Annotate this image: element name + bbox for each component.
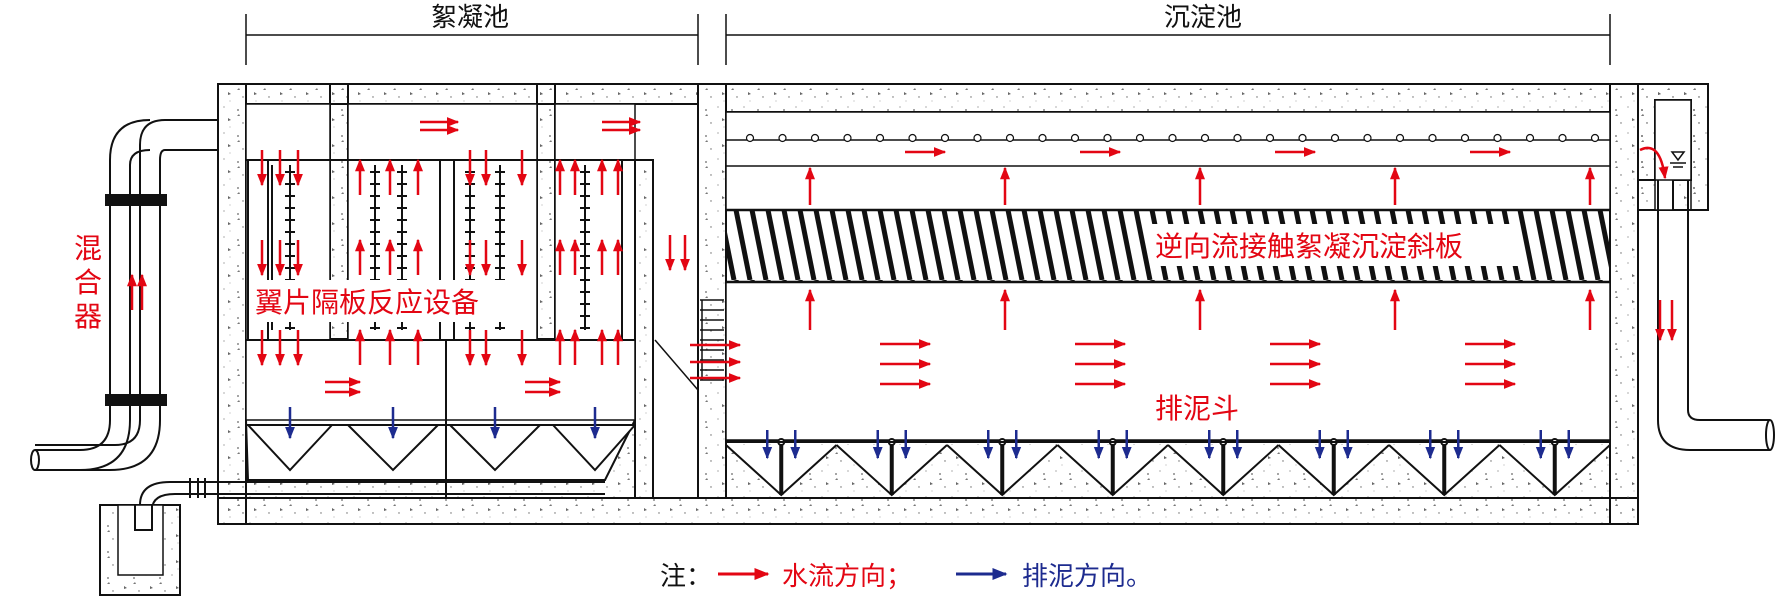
orifice [1525,133,1535,143]
mixer-label: 混合器 [74,232,102,333]
water-flow-arrow [1639,146,1669,180]
water-flow-arrows [127,117,1677,397]
orifice [940,133,950,143]
flocculation-tank-title: 絮凝池 [431,3,509,33]
orifice [1168,133,1177,143]
mixer-pipe [35,119,218,471]
orifice [745,133,755,143]
legend-sludge-discharge: 排泥方向。 [1022,562,1152,592]
legend-prefix: 注： [660,562,712,592]
floc-sludge-hoppers [246,424,636,472]
dimension-bracket-sedimentation [725,14,1611,65]
orifice [1038,133,1047,143]
orifice [1428,133,1437,143]
orifice [875,133,885,143]
orifice [1493,133,1502,143]
orifice [1200,133,1210,143]
collector-orifices [745,133,1600,143]
legend-water-flow: 水流方向； [782,562,912,592]
water-level-icon [1670,151,1686,168]
orifice [1395,133,1405,143]
wing-baffle-label: 翼片隔板反应设备 [255,286,479,319]
outlet-grille [700,299,724,381]
orifice [1135,133,1145,143]
orifice [908,133,917,143]
orifice [973,133,982,143]
orifice [1233,133,1242,143]
outlet-slope [654,339,699,391]
mixer-pipe-outline [30,119,151,471]
legend: 注： 水流方向； 排泥方向。 [660,562,1152,592]
orifice [1363,133,1372,143]
orifice [778,133,787,143]
sludge-flow-arrows [285,407,1574,460]
sedimentation-tank-title: 沉淀池 [1164,3,1242,33]
orifice [1265,133,1275,143]
orifice [843,133,852,143]
outlet-weir-box [1654,99,1692,181]
orifice [1330,133,1340,143]
inclined-plate-label: 逆向流接触絮凝沉淀斜板 [1155,230,1463,263]
orifice [1298,133,1307,143]
orifice [1070,133,1080,143]
orifice [810,133,820,143]
orifice [1590,133,1600,143]
orifice [1558,133,1567,143]
sed-sludge-hoppers [725,438,1611,497]
orifice [1103,133,1112,143]
outlet-pipe [1657,180,1775,451]
svg-text:混合器: 混合器 [74,232,102,333]
orifice [1005,133,1015,143]
dimension-bracket-flocculation [245,14,699,65]
orifice [1460,133,1470,143]
sludge-hopper-label: 排泥斗 [1155,392,1239,425]
